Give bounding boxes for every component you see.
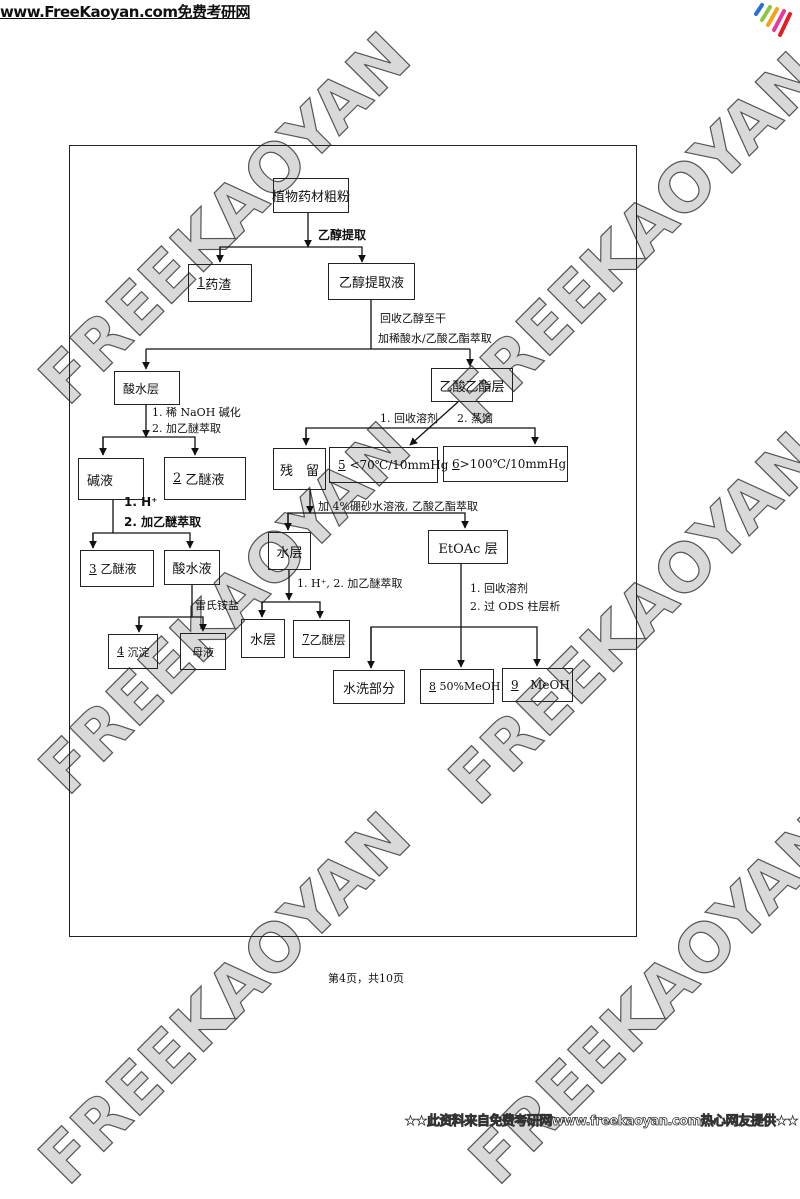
node-acid-liquid: 酸水液 xyxy=(164,550,220,585)
node-remain: 残 留 xyxy=(273,448,326,490)
node-4-precipitate: 4 沉淀 xyxy=(108,634,158,669)
label-recover-solvent: 1. 回收溶剂 xyxy=(380,412,438,425)
label-borax: 加 4%硼砂水溶液, 乙酸乙酯萃取 xyxy=(318,500,478,513)
logo-icon xyxy=(754,3,792,37)
label-reinecke-salt: 雷氏铵盐 xyxy=(195,599,239,612)
node-8-50-meoh: 8 50%MeOH xyxy=(420,669,500,704)
node-6-fraction: 6>100℃/10mmHg xyxy=(443,446,568,482)
label-ods: 2. 过 ODS 柱层析 xyxy=(470,600,561,613)
node-label: 乙醚层 xyxy=(309,632,346,647)
node-water-wash: 水洗部分 xyxy=(333,670,405,704)
site-header-link[interactable]: www.FreeKaoyan.com免费考研网 xyxy=(0,3,251,21)
label-recover-solvent-2: 1. 回收溶剂 xyxy=(470,582,528,595)
node-label: 乙醚液 xyxy=(185,473,225,488)
node-label: 水洗部分 xyxy=(342,681,395,697)
node-label: 沉淀 xyxy=(127,645,150,659)
node-label: 乙酸乙酯层 xyxy=(439,379,505,395)
node-label: EtOAc 层 xyxy=(438,541,498,557)
node-label: 50%MeOH xyxy=(439,680,501,693)
node-number: 3 xyxy=(89,561,97,576)
node-9-meoh: 9 MeOH xyxy=(502,668,573,702)
node-number: 6 xyxy=(452,457,460,471)
node-etoac-layer: 乙酸乙酯层 xyxy=(431,368,513,402)
node-acid-water-layer: 酸水层 xyxy=(114,371,180,405)
node-ethanol-extract: 乙醇提取液 xyxy=(328,263,415,300)
label-h-ether: 1. H⁺, 2. 加乙醚萃取 xyxy=(297,577,403,590)
node-label: <70℃/10mmHg xyxy=(349,458,449,472)
node-number: 8 xyxy=(429,680,436,693)
node-label: 碱液 xyxy=(87,473,114,489)
node-water-layer-2: 水层 xyxy=(241,619,285,658)
node-number: 9 xyxy=(511,678,519,692)
node-mother-liquor: 母液 xyxy=(180,633,226,670)
node-2-ether: 2 乙醚液 xyxy=(164,457,246,500)
node-label: 酸水层 xyxy=(123,381,160,396)
node-raw-powder: 植物药材粗粉 xyxy=(272,178,351,213)
node-label: 水层 xyxy=(276,545,303,561)
node-number: 1 xyxy=(197,275,206,291)
label-add-dilute-acid: 加稀酸水/乙酸乙酯萃取 xyxy=(378,332,492,345)
node-number: 2 xyxy=(173,471,182,486)
node-number: 7 xyxy=(302,632,310,646)
label-h-plus: 1. H⁺ xyxy=(124,495,158,509)
label-ethanol-extraction: 乙醇提取 xyxy=(318,228,367,242)
node-water-layer: 水层 xyxy=(268,532,311,570)
bottom-banner: ★★此资料来自免费考研网www.freekaoyan.com热心网友提供★★ xyxy=(404,1114,799,1130)
label-ether-extract: 2. 加乙醚萃取 xyxy=(152,422,221,435)
node-label: 乙醇提取液 xyxy=(338,276,404,291)
node-number: 5 xyxy=(338,458,346,472)
node-label: 残 留 xyxy=(279,463,319,479)
node-3-ether: 3 乙醚液 xyxy=(80,550,154,587)
node-label: 药渣 xyxy=(205,277,232,293)
label-naoh: 1. 稀 NaOH 碱化 xyxy=(152,406,241,419)
node-label: 母液 xyxy=(192,645,214,659)
node-label: 水层 xyxy=(249,633,276,648)
node-label: >100℃/10mmHg xyxy=(459,457,567,471)
label-recover-ethanol: 回收乙醇至干 xyxy=(380,312,446,325)
node-5-fraction: 5 <70℃/10mmHg xyxy=(329,447,448,483)
page-number: 第4页，共10页 xyxy=(328,972,404,985)
label-ether-extract-bold: 2. 加乙醚萃取 xyxy=(124,515,202,529)
flow-connectors xyxy=(89,212,541,669)
node-label: 植物药材粗粉 xyxy=(272,190,351,205)
node-etoac-layer-2: EtOAc 层 xyxy=(428,530,508,564)
label-distill: 2. 蒸馏 xyxy=(457,412,493,425)
node-number: 4 xyxy=(117,645,124,658)
node-alkaline-liquid: 碱液 xyxy=(78,458,144,500)
node-label: 酸水液 xyxy=(172,562,212,577)
node-label: 乙醚液 xyxy=(100,562,137,576)
diagram-frame xyxy=(69,145,637,937)
node-label: MeOH xyxy=(530,678,570,692)
